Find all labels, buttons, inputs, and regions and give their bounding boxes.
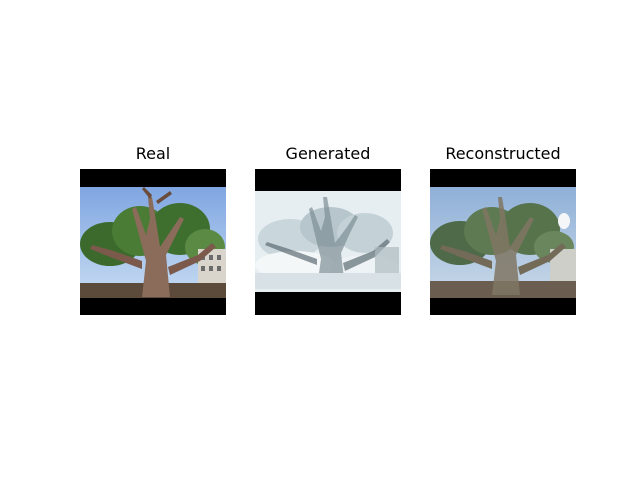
image-generated: [255, 169, 401, 315]
panel-title-reconstructed: Reconstructed: [445, 144, 561, 163]
image-real: [80, 169, 226, 315]
panel-title-real: Real: [135, 144, 171, 163]
panel-title-generated: Generated: [285, 144, 371, 163]
image-reconstructed: [430, 169, 576, 315]
